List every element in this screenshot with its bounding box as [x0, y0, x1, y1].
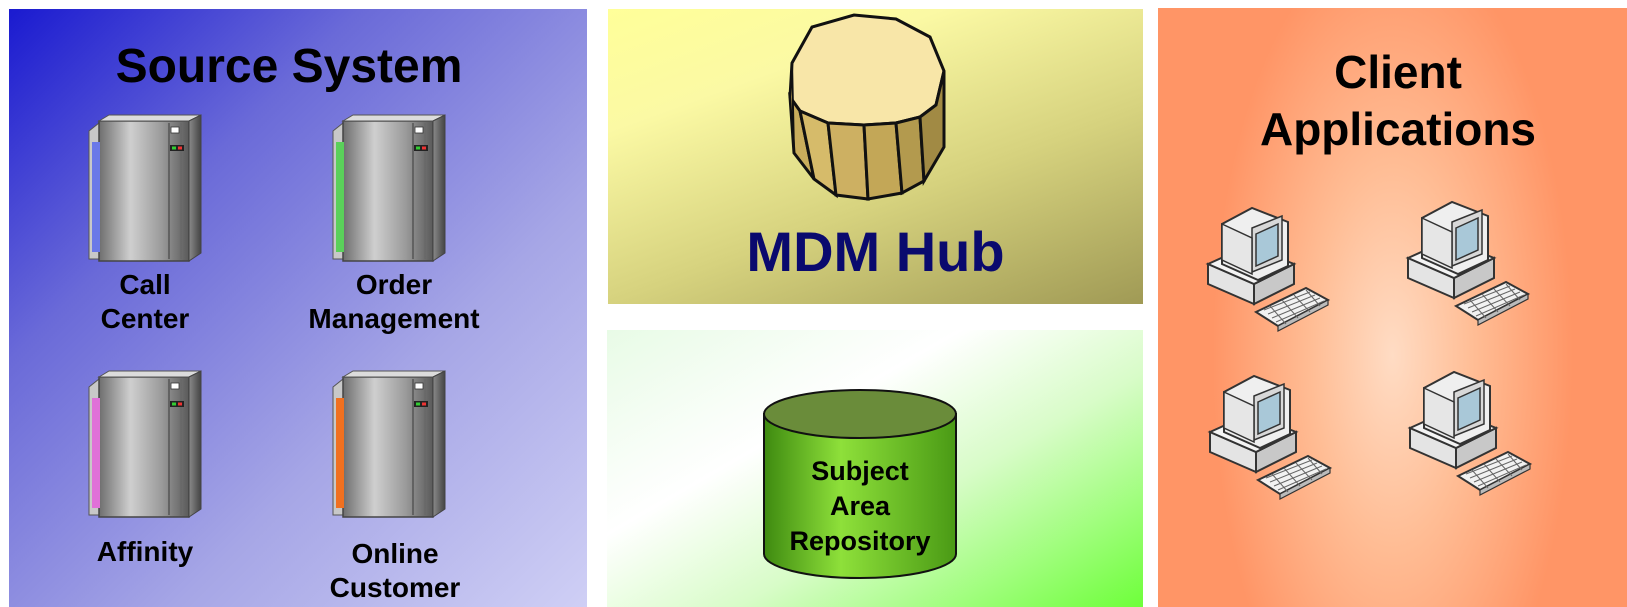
- source-order-management-line1: Order: [355, 269, 433, 300]
- mdm-hub-title: MDM Hub: [746, 220, 1005, 283]
- desktop-computer-icon: [1204, 372, 1334, 502]
- octagonal-prism-icon: [788, 13, 946, 201]
- server-icon: [329, 368, 449, 520]
- source-order-management-label: Order Management: [279, 268, 509, 336]
- source-call-center-label: Call Center: [85, 268, 205, 336]
- source-call-center-line1: Call: [119, 269, 171, 300]
- source-call-center-line2: Center: [100, 303, 190, 334]
- desktop-computer-icon: [1404, 368, 1534, 498]
- repository-line1: Subject: [811, 456, 909, 486]
- client-applications-panel: Client Applications: [1158, 8, 1627, 607]
- repository-line3: Repository: [789, 526, 931, 556]
- source-system-title: Source System: [115, 40, 463, 93]
- source-affinity-line2: Affinity: [96, 536, 194, 567]
- desktop-computer-icon: [1202, 204, 1332, 334]
- repository-panel: Subject Area Repository: [607, 330, 1143, 607]
- repository-label: Subject Area Repository: [762, 454, 958, 559]
- source-system-panel: Source System Call Center Order Manageme…: [9, 9, 587, 607]
- source-online-customer-line2: Customer: [329, 572, 461, 603]
- server-icon: [85, 368, 205, 520]
- mdm-hub-panel: MDM Hub: [608, 9, 1143, 304]
- source-online-customer-line1: Online: [351, 538, 439, 569]
- source-order-management-line2: Management: [308, 303, 480, 334]
- client-title-line1: Client: [1334, 46, 1462, 98]
- database-cylinder-icon: [763, 389, 957, 579]
- repository-line2: Area: [829, 491, 891, 521]
- source-affinity-label: Affinity: [65, 535, 225, 569]
- server-icon: [329, 112, 449, 264]
- client-applications-title: Client Applications: [1178, 44, 1618, 158]
- desktop-computer-icon: [1402, 198, 1532, 328]
- client-title-line2: Applications: [1259, 103, 1537, 155]
- source-online-customer-label: Online Customer: [305, 537, 485, 605]
- server-icon: [85, 112, 205, 264]
